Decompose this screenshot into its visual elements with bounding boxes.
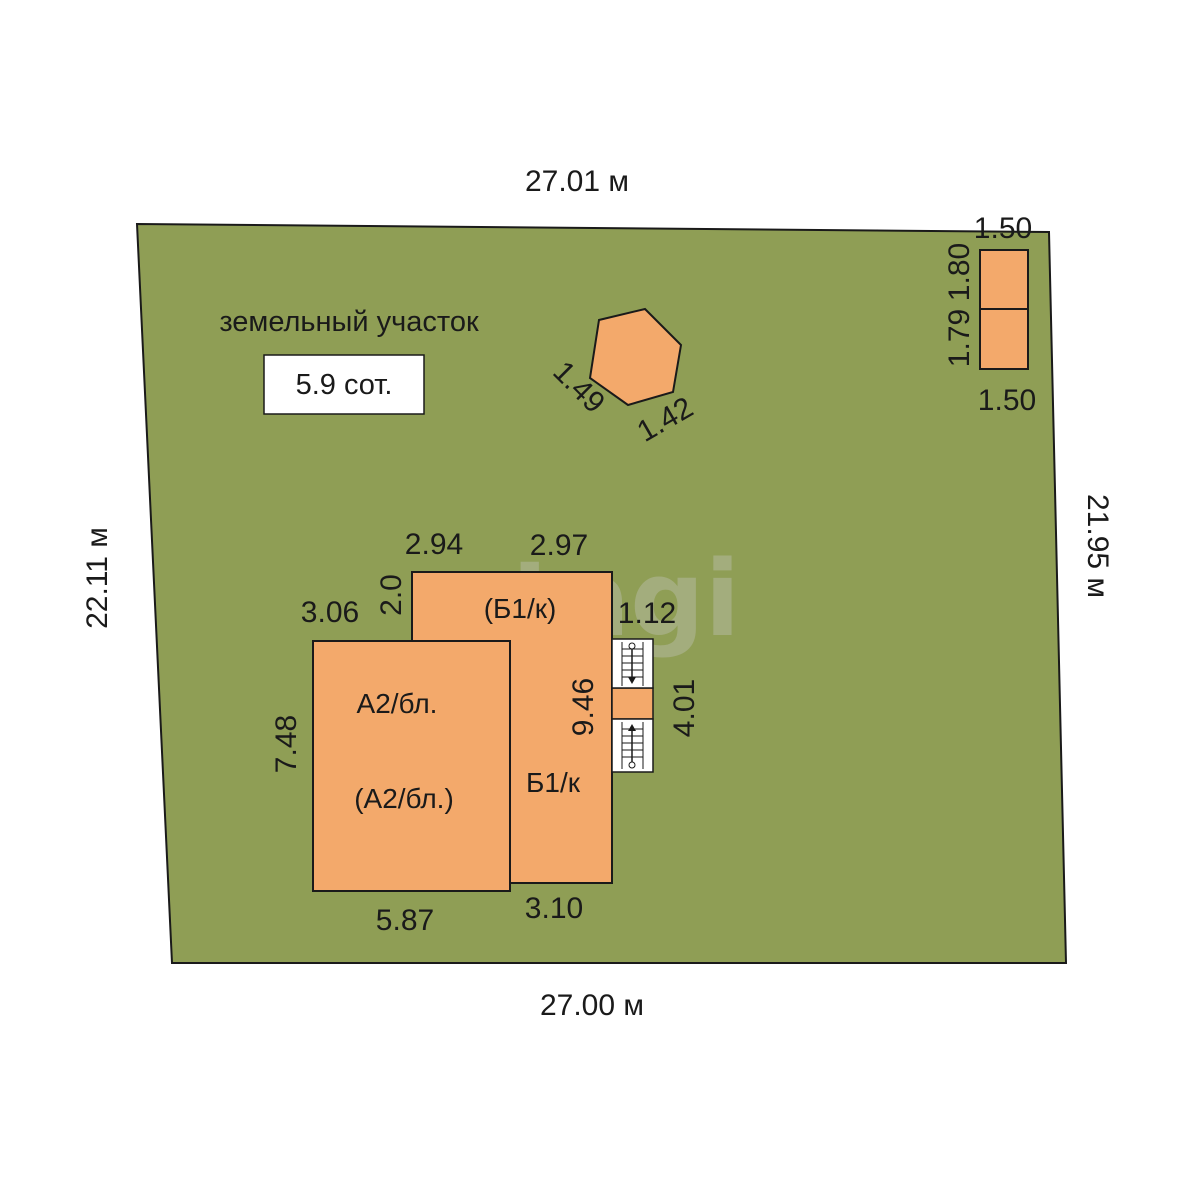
shed-upper-height: 1.80 xyxy=(943,243,976,301)
dim-b1-left-small: 2.0 xyxy=(375,574,408,616)
porch xyxy=(611,687,654,720)
dim-b1-height: 9.46 xyxy=(567,678,600,736)
dim-a2-bottom: 5.87 xyxy=(376,904,434,937)
label-b1-paren: (Б1/к) xyxy=(484,593,557,624)
shed-bottom-width: 1.50 xyxy=(978,384,1036,417)
shed-lower-height: 1.79 xyxy=(943,309,976,367)
dim-porch-width: 1.12 xyxy=(618,597,676,630)
stairs-upper xyxy=(611,638,654,689)
stairs-lower xyxy=(611,718,654,773)
dim-b1-top-left: 2.94 xyxy=(405,528,463,561)
plot-title: земельный участок xyxy=(219,306,479,338)
dim-b1-bottom: 3.10 xyxy=(525,892,583,925)
building-a2 xyxy=(312,640,511,892)
shed-upper xyxy=(979,249,1029,310)
shed-top-width: 1.50 xyxy=(974,212,1032,245)
shed-lower xyxy=(979,308,1029,370)
label-a2-paren: (А2/бл.) xyxy=(354,783,454,814)
area-box xyxy=(263,354,425,415)
dim-b1-top-right: 2.97 xyxy=(530,529,588,562)
label-a2: А2/бл. xyxy=(357,688,438,719)
dim-plot-left: 22.11 м xyxy=(81,527,114,629)
dim-plot-top: 27.01 м xyxy=(525,165,629,198)
dim-a2-top: 3.06 xyxy=(301,596,359,629)
gazebo xyxy=(588,307,683,407)
plot-area-value: 5.9 сот. xyxy=(296,369,393,401)
dim-a2-left: 7.48 xyxy=(270,715,303,773)
dim-plot-right: 21.95 м xyxy=(1081,494,1114,598)
dim-porch-length: 4.01 xyxy=(668,679,701,737)
dim-plot-bottom: 27.00 м xyxy=(540,989,644,1022)
label-b1: Б1/к xyxy=(526,767,581,798)
